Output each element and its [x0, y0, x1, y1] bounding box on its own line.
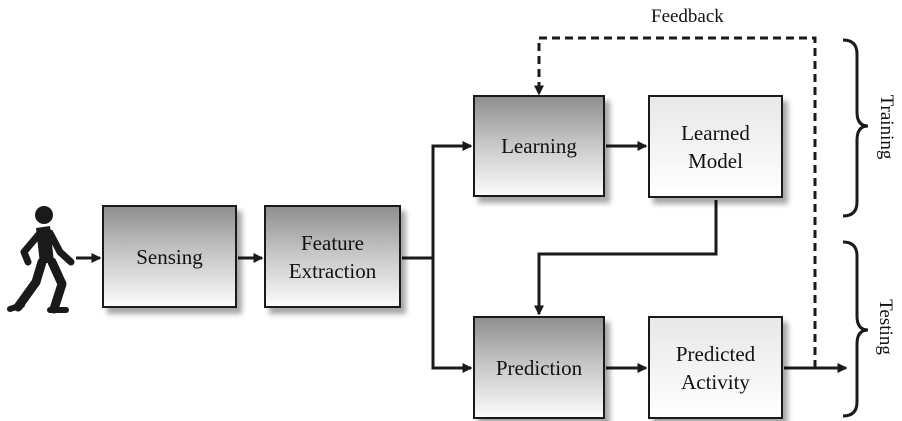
arrow-feature-to-learning [402, 141, 473, 260]
learned-model-box: Learned Model [648, 95, 783, 198]
training-label: Training [876, 94, 897, 160]
arrow-feedback [534, 36, 817, 368]
walking-person-icon [7, 206, 75, 314]
testing-label: Testing [875, 299, 896, 355]
sensing-box: Sensing [102, 205, 237, 308]
feature-extraction-box: Feature Extraction [264, 205, 401, 308]
prediction-box: Prediction [473, 316, 605, 419]
predicted-activity-box: Predicted Activity [648, 316, 783, 419]
testing-brace [842, 240, 869, 418]
learning-box: Learning [473, 95, 605, 197]
arrow-model-to-prediction [534, 200, 718, 316]
feedback-label: Feedback [651, 6, 724, 27]
arrow-feature-to-prediction [431, 258, 473, 373]
training-brace [842, 38, 869, 218]
